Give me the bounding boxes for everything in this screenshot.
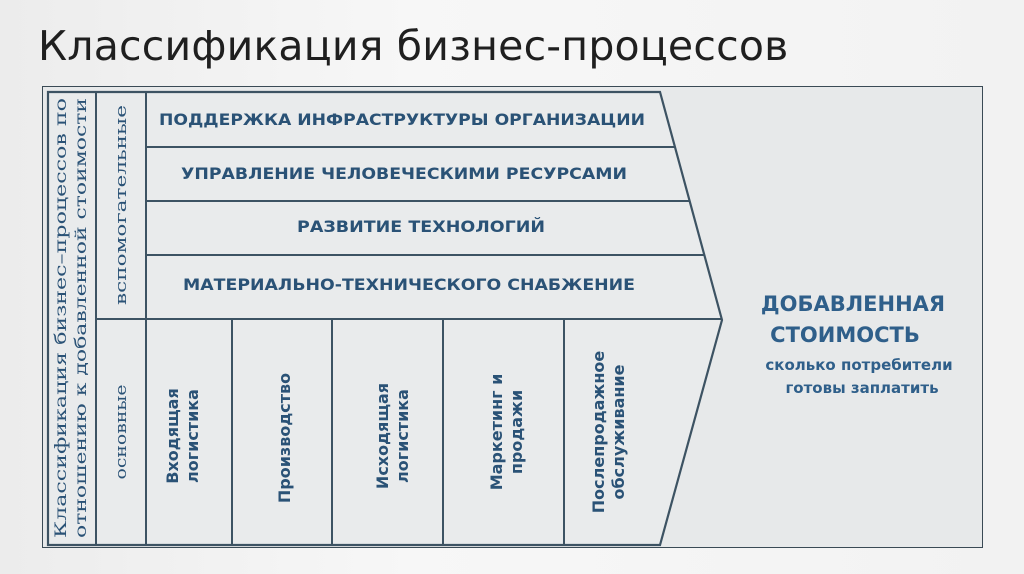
support-activity-label: РАЗВИТИЕ ТЕХНОЛОГИЙ bbox=[297, 217, 545, 236]
value-title-line1: ДОБАВЛЕННАЯ bbox=[761, 292, 945, 316]
group-label-primary: основные bbox=[112, 384, 130, 479]
primary-activity-label-line2: логистика bbox=[183, 389, 202, 483]
primary-activity-label-line1: Входящая bbox=[163, 388, 182, 483]
group-label-support: вспомогательные bbox=[112, 105, 130, 305]
value-title-line2: СТОИМОСТЬ bbox=[770, 323, 920, 347]
support-activity-label: МАТЕРИАЛЬНО-ТЕХНИЧЕСКОГО СНАБЖЕНИЕ bbox=[183, 275, 635, 294]
primary-activity-label-line2: логистика bbox=[393, 389, 412, 483]
primary-activity-label-line2: продажи bbox=[507, 390, 526, 474]
value-note-line1: сколько потребители bbox=[765, 356, 952, 374]
primary-activity-label-line1: Маркетинг и bbox=[487, 374, 506, 491]
value-note-line2: готовы заплатить bbox=[785, 379, 938, 397]
primary-activity-label-line2: обслуживание bbox=[609, 364, 628, 499]
support-activity-label: УПРАВЛЕНИЕ ЧЕЛОВЕЧЕСКИМИ РЕСУРСАМИ bbox=[181, 164, 627, 183]
support-activity-label: ПОДДЕРЖКА ИНФРАСТРУКТУРЫ ОРГАНИЗАЦИИ bbox=[159, 110, 645, 129]
axis-label-line1: Классификация бизнес–процессов по bbox=[52, 98, 70, 538]
primary-activity-label-line1: Производство bbox=[275, 373, 294, 503]
primary-activity-label-line1: Исходящая bbox=[373, 383, 392, 489]
primary-activity-label-line1: Послепродажное bbox=[589, 351, 608, 514]
axis-label-line2: отношению к добавленной стоимости bbox=[72, 98, 90, 538]
page-title: Классификация бизнес-процессов bbox=[38, 22, 789, 70]
